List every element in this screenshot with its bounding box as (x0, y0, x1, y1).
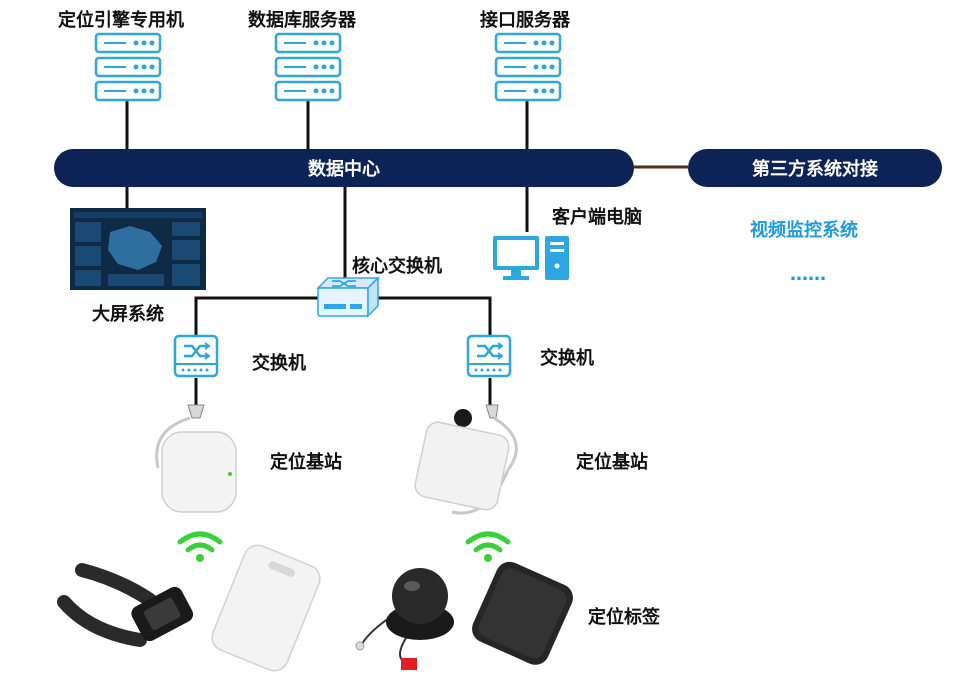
base-station-label-1: 定位基站 (270, 452, 342, 473)
server-label-api: 接口服务器 (480, 10, 570, 31)
more-systems-ellipsis: …… (790, 264, 826, 285)
big-screen-label: 大屏系统 (92, 304, 164, 325)
switch-icon (173, 334, 219, 378)
switch-label-1: 交换机 (252, 353, 306, 374)
switch-icon (466, 334, 512, 378)
tag-label: 定位标签 (588, 607, 660, 628)
wristband-tag-icon (57, 563, 194, 647)
data-center-bar: 数据中心 (54, 149, 634, 187)
video-monitoring-label: 视频监控系统 (750, 220, 858, 241)
round-tag-icon (355, 568, 454, 670)
desktop-computer-icon (493, 236, 569, 280)
server-label-engine: 定位引擎专用机 (58, 10, 184, 31)
big-screen-dashboard-icon (70, 208, 206, 290)
wifi-signal-icon (468, 534, 508, 562)
switch-label-2: 交换机 (540, 348, 594, 369)
base-station-label-2: 定位基站 (576, 452, 648, 473)
third-party-bar: 第三方系统对接 (688, 149, 942, 187)
card-tag-icon (211, 544, 321, 672)
server-label-database: 数据库服务器 (248, 10, 356, 31)
server-icon (274, 32, 342, 102)
server-icon (94, 32, 162, 102)
core-switch-icon (316, 276, 380, 318)
server-icon (494, 32, 562, 102)
square-tag-icon (472, 561, 573, 665)
wifi-signal-icon (180, 534, 220, 562)
base-station-icon (155, 404, 237, 513)
core-switch-label: 核心交换机 (352, 256, 442, 277)
client-pc-label: 客户端电脑 (552, 207, 642, 228)
base-station-icon (414, 404, 518, 515)
